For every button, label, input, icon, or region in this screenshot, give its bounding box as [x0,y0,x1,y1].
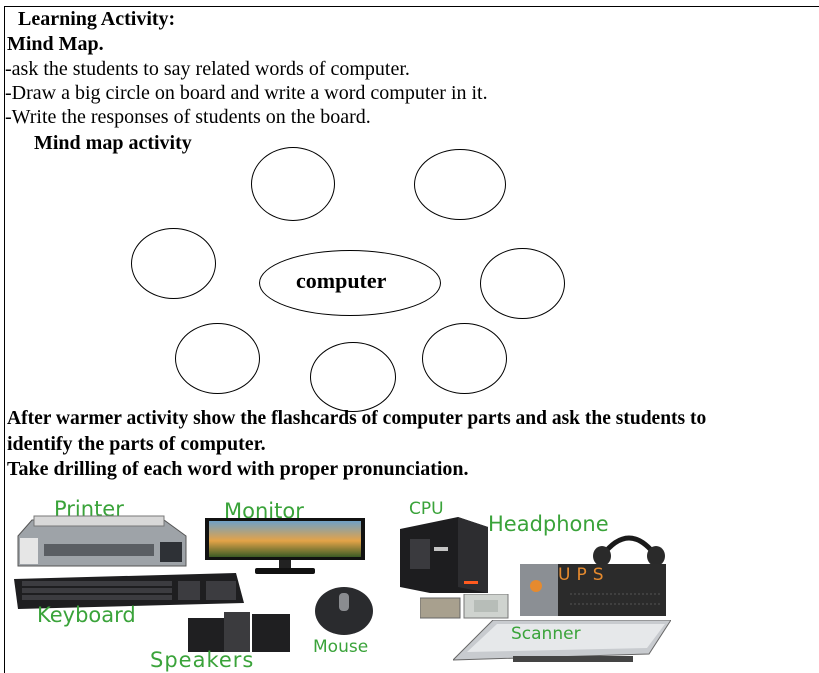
keyboard-image [14,573,244,609]
mindmap-bubble [480,248,565,319]
ups-label: UPS [558,565,610,585]
step-3: -Write the responses of students on the … [5,106,371,128]
headphone-image [593,535,665,566]
cpu-label: CPU [409,499,444,519]
processor-chip-image [420,594,509,619]
keyboard-label: Keyboard [37,603,136,627]
paragraph-line-3: Take drilling of each word with proper p… [7,458,469,480]
mouse-label: Mouse [313,637,369,657]
headphone-label: Headphone [488,512,609,536]
mindmap-title: Mind map activity [34,132,192,154]
printer-image [17,515,187,567]
cpu-image [400,517,488,593]
mouse-image [315,587,373,635]
paragraph-line-2: identify the parts of computer. [7,433,266,455]
table-border-left [4,6,5,673]
mind-map-subheading: Mind Map. [7,33,104,55]
ups-image [520,564,666,616]
speakers-label: Speakers [150,648,255,672]
table-border-top [4,6,819,7]
step-1: -ask the students to say related words o… [5,58,410,80]
mindmap-bubble [422,323,507,394]
mindmap-bubble [414,149,506,220]
scanner-image [453,620,671,662]
monitor-image [205,518,365,574]
mindmap-bubble [131,228,216,299]
mindmap-bubble [310,342,396,412]
speakers-image [188,612,290,652]
scanner-label: Scanner [511,624,581,644]
mindmap-center-ellipse [259,250,441,316]
learning-activity-heading: Learning Activity: [18,8,176,30]
mindmap-bubble [251,147,335,221]
step-2: -Draw a big circle on board and write a … [5,82,488,104]
mindmap-bubble [175,323,260,394]
paragraph-line-1: After warmer activity show the flashcard… [7,408,707,429]
mindmap-center-word: computer [296,268,387,293]
